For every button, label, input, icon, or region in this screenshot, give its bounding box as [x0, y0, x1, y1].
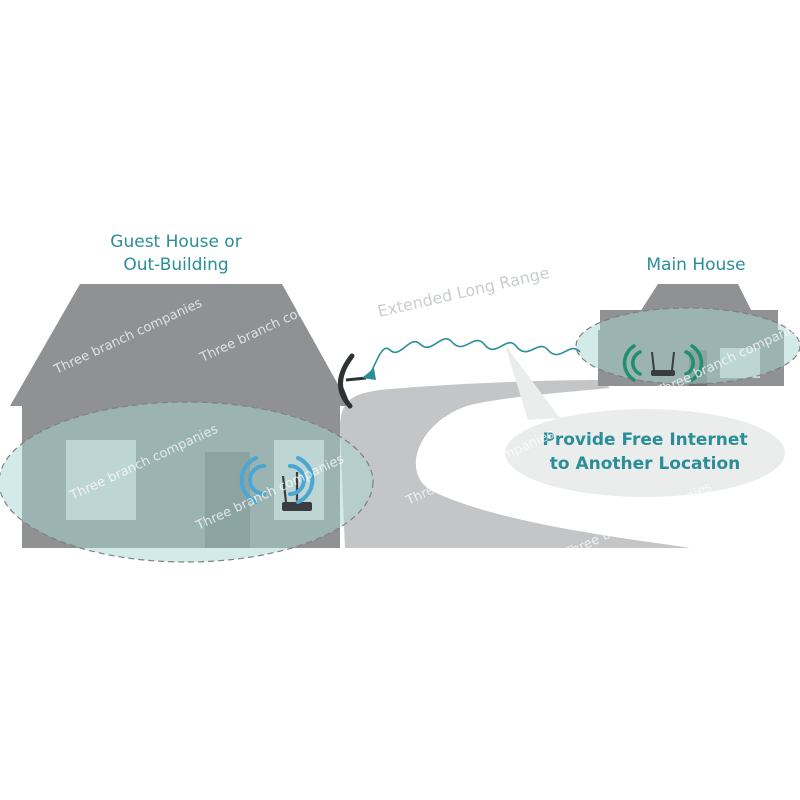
dish-antenna-icon: [338, 353, 367, 409]
callout-bubble: [505, 345, 785, 497]
guest-coverage-zone: [0, 401, 374, 563]
wifi-waves-icon: [239, 456, 315, 504]
guest-house-roof: [10, 284, 350, 406]
signal-wave-line: [369, 338, 581, 375]
router-main: [651, 351, 675, 376]
wifi-waves-main-icon: [622, 344, 704, 382]
driveway: [340, 380, 690, 548]
guest-house-label: Guest House or Out-Building: [110, 232, 242, 275]
main-house-label: Main House: [646, 255, 746, 275]
signal-arrowhead: [362, 368, 376, 380]
callout-text: Provide Free Internet to Another Locatio…: [542, 430, 748, 474]
access-point-guest: [281, 472, 312, 511]
main-house-roof: [640, 284, 752, 312]
